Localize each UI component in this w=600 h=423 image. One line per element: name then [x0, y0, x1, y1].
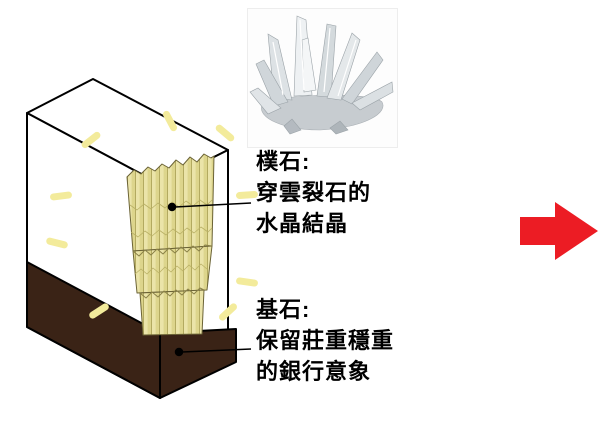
pillar-facet-lines	[129, 199, 213, 275]
light-ray	[236, 277, 258, 287]
light-ray	[162, 110, 178, 132]
building-illustration	[26, 78, 237, 399]
pillar-annotation: 樸石: 穿雲裂石的 水晶結晶	[256, 146, 371, 239]
pillar-upper-block	[126, 153, 215, 252]
right-arrow-icon	[520, 202, 598, 260]
base-stone-right	[159, 328, 237, 399]
pillar-leader-line	[174, 202, 252, 208]
light-ray	[236, 190, 258, 200]
light-ray	[219, 303, 237, 321]
base-stone	[26, 261, 237, 399]
pillar-middle-block	[132, 245, 213, 294]
pillar-lower-block	[139, 289, 205, 336]
pillar-chevron-folds	[132, 244, 213, 299]
light-ray	[81, 131, 101, 149]
pillar-annotation-line2: 水晶結晶	[256, 211, 349, 236]
light-ray	[46, 237, 68, 249]
light-ray	[50, 191, 72, 201]
base-annotation: 基石: 保留莊重穩重 的銀行意象	[256, 294, 394, 387]
light-ray	[215, 124, 235, 142]
base-annotation-line2: 的銀行意象	[256, 359, 372, 384]
light-ray	[89, 303, 109, 319]
base-annotation-title: 基石:	[256, 297, 311, 322]
leader-lines	[167, 202, 252, 357]
base-leader-line	[181, 348, 252, 353]
light-rays	[46, 110, 258, 321]
base-annotation-line1: 保留莊重穩重	[256, 328, 395, 353]
quartz-crystal-cluster	[249, 15, 394, 135]
base-marker-dot	[174, 347, 184, 357]
crystal-pillar	[126, 153, 215, 336]
pillar-annotation-line1: 穿雲裂石的	[256, 180, 372, 205]
pillar-marker-dot	[167, 202, 177, 212]
pillar-annotation-title: 樸石:	[256, 149, 311, 174]
